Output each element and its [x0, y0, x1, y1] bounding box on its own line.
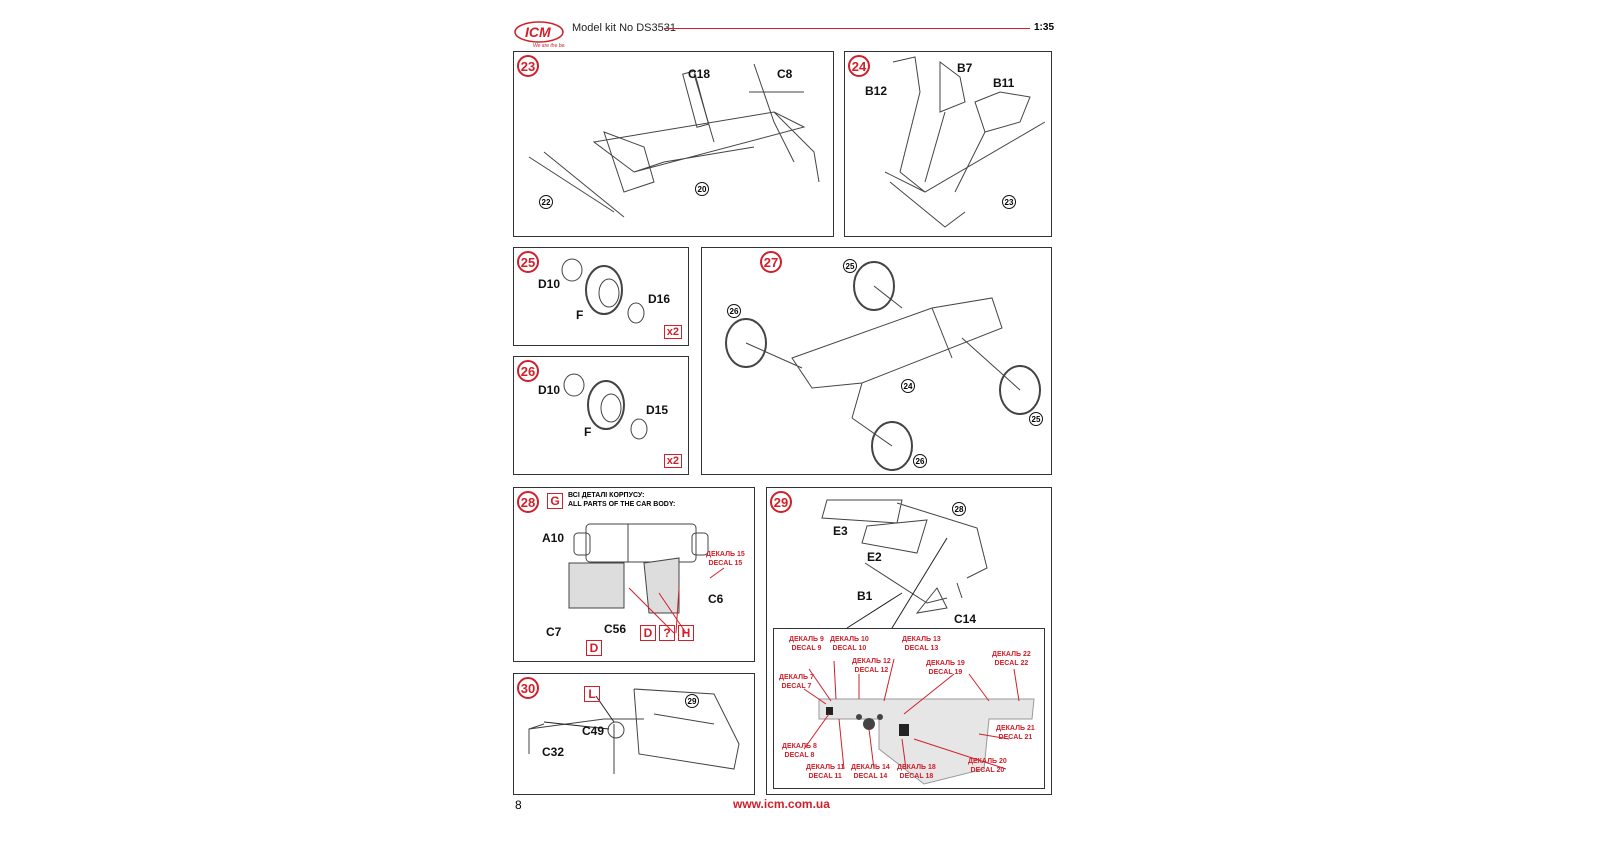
part-c49: C49 [582, 724, 605, 738]
quantity-badge: x2 [663, 325, 682, 339]
quantity-badge: x2 [663, 454, 682, 468]
step-number: 26 [517, 360, 539, 382]
part-c32: C32 [542, 745, 565, 759]
decal-18-label: ДЕКАЛЬ 18 DECAL 18 [897, 764, 936, 780]
decal-12-label: ДЕКАЛЬ 12 DECAL 12 [852, 658, 891, 674]
dashboard-detail-drawing [803, 658, 1035, 785]
dashboard-drawing [821, 499, 988, 629]
part-e3: E3 [833, 524, 848, 538]
page-number: 8 [515, 798, 522, 812]
header-rule [664, 28, 1030, 29]
part-c18: C18 [688, 67, 711, 81]
step-28-panel: 28 G ВСІ ДЕТАЛІ КОРПУСУ: ALL PARTS OF TH… [513, 487, 755, 662]
ref-step-28: 28 [952, 502, 966, 516]
wheel-drawing [561, 258, 645, 324]
svg-text:We are the best: We are the best [533, 43, 565, 48]
website-link[interactable]: www.icm.com.ua [733, 797, 830, 811]
step-number: 29 [770, 491, 792, 513]
paint-code-g: G [547, 493, 563, 509]
ref-step-26: 26 [913, 454, 927, 468]
chassis-drawing [528, 63, 820, 218]
part-e2: E2 [867, 550, 882, 564]
step-25-panel: 25 D10 D16 F x2 [513, 247, 689, 346]
decal-10-label: ДЕКАЛЬ 10 DECAL 10 [830, 636, 869, 652]
car-body-drawing [568, 523, 725, 634]
decal-detail-box: ДЕКАЛЬ 9 DECAL 9 ДЕКАЛЬ 10 DECAL 10 ДЕКА… [773, 628, 1045, 789]
part-d15: D15 [646, 403, 669, 417]
paint-code-l: L [584, 686, 600, 702]
part-c6: C6 [708, 592, 724, 606]
step-number: 23 [517, 55, 539, 77]
step-30-panel: 30 L C49 C32 29 [513, 673, 755, 795]
icm-logo: ICM We are the best [513, 18, 569, 49]
decal-8-label: ДЕКАЛЬ 8 DECAL 8 [782, 743, 817, 759]
part-b11: B11 [993, 76, 1015, 90]
ref-step-22: 22 [539, 195, 553, 209]
decal-13-label: ДЕКАЛЬ 13 DECAL 13 [902, 636, 941, 652]
svg-text:ICM: ICM [525, 24, 551, 40]
note-ua: ВСІ ДЕТАЛІ КОРПУСУ: [568, 492, 645, 499]
scale-label: 1:35 [1034, 22, 1055, 33]
part-c14: C14 [954, 612, 977, 626]
part-d10: D10 [538, 383, 561, 397]
decal-22-label: ДЕКАЛЬ 22 DECAL 22 [992, 651, 1031, 667]
ref-step-25: 25 [843, 259, 857, 273]
paint-code-d: D [640, 625, 656, 641]
decal-20-label: ДЕКАЛЬ 20 DECAL 20 [968, 758, 1007, 774]
part-c7: C7 [546, 625, 562, 639]
step-number: 27 [760, 251, 782, 273]
paint-code-d: D [586, 640, 602, 656]
step-number: 25 [517, 251, 539, 273]
ref-step-29: 29 [685, 694, 699, 708]
step-number: 24 [848, 55, 870, 77]
step-number: 28 [517, 491, 539, 513]
chassis-with-wheels-drawing [725, 261, 1041, 471]
step-23-panel: 23 C18 C8 22 20 [513, 51, 834, 237]
ref-step-24: 24 [901, 379, 915, 393]
part-b7: B7 [957, 61, 973, 75]
part-d10: D10 [538, 277, 561, 291]
part-c8: C8 [777, 67, 793, 81]
decal-21-label: ДЕКАЛЬ 21 DECAL 21 [996, 725, 1035, 741]
step-24-panel: 24 B12 B7 B11 23 [844, 51, 1052, 237]
part-b1: B1 [857, 589, 873, 603]
decal-15-label: ДЕКАЛЬ 15 DECAL 15 [706, 551, 745, 567]
step-29-panel: 29 E3 E2 B1 C14 28 ДЕКАЛЬ 9 DECAL 9 ДЕКА… [766, 487, 1052, 795]
chassis-rear-drawing [884, 56, 1046, 228]
step-number: 30 [517, 677, 539, 699]
ref-step-25: 25 [1029, 412, 1043, 426]
decal-11-label: ДЕКАЛЬ 11 DECAL 11 [806, 764, 845, 780]
part-c56: C56 [604, 622, 627, 636]
wheel-drawing [563, 373, 648, 440]
part-f: F [576, 308, 584, 322]
ref-step-26: 26 [727, 304, 741, 318]
part-f: F [584, 425, 592, 439]
step-27-panel: 27 25 26 24 25 26 [701, 247, 1052, 475]
part-d16: D16 [648, 292, 671, 306]
ref-step-20: 20 [695, 182, 709, 196]
note-en: ALL PARTS OF THE CAR BODY: [568, 501, 676, 508]
part-b12: B12 [865, 84, 888, 98]
step-26-panel: 26 D10 D15 F x2 [513, 356, 689, 475]
roll-bar-drawing [528, 688, 740, 774]
paint-code-unknown: ? [659, 625, 675, 641]
decal-14-label: ДЕКАЛЬ 14 DECAL 14 [851, 764, 890, 780]
kit-label: Model kit No DS3531 [572, 22, 676, 34]
decal-7-label: ДЕКАЛЬ 7 DECAL 7 [779, 674, 814, 690]
decal-19-label: ДЕКАЛЬ 19 DECAL 19 [926, 660, 965, 676]
ref-step-23: 23 [1002, 195, 1016, 209]
paint-code-h: H [678, 625, 694, 641]
part-a10: A10 [542, 531, 565, 545]
decal-9-label: ДЕКАЛЬ 9 DECAL 9 [789, 636, 824, 652]
